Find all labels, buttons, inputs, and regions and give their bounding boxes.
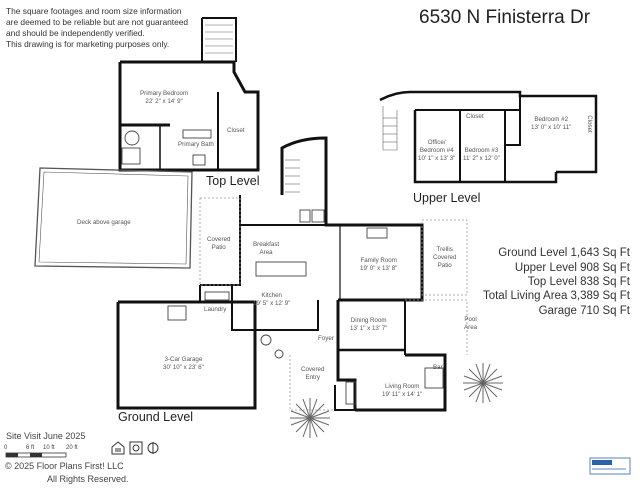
patio-outlines: [199, 197, 468, 411]
disclaimer-line: and should be independently verified.: [6, 28, 145, 38]
room-size: 19' 11" x 14' 1": [382, 391, 423, 398]
room-closet-bedroom-2: Closet: [585, 115, 593, 133]
room-name: Family Room: [360, 257, 397, 264]
room-primary-bedroom: Primary Bedroom 22' 2" x 14' 9": [140, 90, 188, 106]
room-name: Bedroom #4: [419, 147, 454, 154]
room-name: Living Room: [384, 383, 420, 390]
fixtures: [121, 129, 444, 405]
disclaimer-line: This drawing is for marketing purposes o…: [6, 39, 170, 49]
room-pool-area: Pool Area: [464, 316, 477, 332]
room-name: Area: [259, 249, 273, 256]
room-bedroom-3: Bedroom #3 11' 2" x 12' 0": [463, 147, 500, 163]
room-size: 30' 10" x 23' 6": [163, 364, 204, 371]
room-name: Dining Room: [350, 317, 387, 324]
room-size: 10' 1" x 13' 3": [418, 155, 456, 162]
copyright: © 2025 Floor Plans First! LLC: [5, 461, 124, 471]
room-name: Bedroom #2: [534, 116, 569, 123]
room-name: Patio: [211, 244, 226, 251]
room-3-car-garage: 3-Car Garage 30' 10" x 23' 6": [163, 356, 204, 372]
stat-ground-level: Ground Level 1,643 Sq Ft: [498, 247, 630, 259]
room-size: 13' 1" x 13' 7": [350, 325, 388, 332]
compass-icon: [147, 442, 159, 454]
room-living-room: Living Room 19' 11" x 14' 1": [382, 383, 422, 399]
room-name: Office/: [427, 139, 446, 146]
room-kitchen: Kitchen 19' 5" x 12' 9": [253, 292, 290, 308]
room-office-bedroom-4: Office/ Bedroom #4 10' 1" x 13' 3": [418, 139, 455, 163]
logo-icon: [589, 457, 631, 475]
room-name: Breakfast: [253, 241, 280, 248]
room-covered-entry: Covered Entry: [301, 366, 324, 382]
stairs: [205, 24, 398, 193]
room-foyer: Foyer: [318, 335, 334, 342]
room-name: Entry: [305, 374, 320, 381]
room-bar: Bar: [433, 364, 443, 371]
room-name: Patio: [437, 262, 452, 269]
room-name: Area: [464, 324, 478, 331]
room-size: 22' 2" x 14' 9": [145, 98, 183, 105]
room-name: Covered: [301, 366, 325, 373]
room-name: Pool: [464, 316, 477, 323]
stat-upper-level: Upper Level 908 Sq Ft: [514, 262, 630, 274]
stat-garage: Garage 710 Sq Ft: [538, 305, 630, 317]
top-level-label: Top Level: [206, 174, 260, 188]
equal-housing-icon: [111, 441, 125, 455]
room-breakfast-area: Breakfast Area: [253, 241, 279, 257]
deck-outline: [34, 167, 193, 269]
room-covered-patio: Covered Patio: [207, 236, 230, 252]
site-visit-date: Site Visit June 2025: [6, 431, 86, 441]
disclaimer-line: The square footages and room size inform…: [6, 6, 182, 16]
room-size: 19' 0" x 13' 8": [360, 265, 398, 272]
room-deck-above-garage: Deck above garage: [77, 219, 131, 226]
accessibility-icon: [129, 441, 143, 455]
property-address: 6530 N Finisterra Dr: [419, 7, 591, 28]
scale-label-6ft: 6 ft: [26, 445, 35, 451]
room-laundry: Laundry: [204, 306, 227, 313]
room-bedroom-2: Bedroom #2 13' 0" x 10' 11": [531, 116, 571, 132]
room-name: Trellis: [436, 246, 453, 253]
room-dining-room: Dining Room 13' 1" x 13' 7": [350, 317, 387, 333]
room-name: Covered: [433, 254, 457, 261]
stat-top-level: Top Level 838 Sq Ft: [527, 276, 630, 288]
room-family-room: Family Room 19' 0" x 13' 8": [360, 257, 397, 273]
room-closet: Closet: [227, 127, 245, 134]
room-name: Kitchen: [261, 292, 282, 299]
room-primary-bath: Primary Bath: [178, 141, 214, 148]
room-size: 13' 0" x 10' 11": [531, 124, 572, 131]
rights-reserved: All Rights Reserved.: [47, 474, 129, 484]
room-name: Bedroom #3: [464, 147, 499, 154]
scale-bar: [5, 452, 67, 458]
room-closet-upper: Closet: [466, 113, 484, 120]
room-size: 19' 5" x 12' 9": [253, 300, 291, 307]
disclaimer-line: are deemed to be reliable but are not gu…: [6, 17, 189, 27]
room-name: 3-Car Garage: [164, 356, 203, 363]
disclaimer: The square footages and room size inform…: [6, 6, 188, 50]
scale-label-20ft: 20 ft: [66, 445, 78, 451]
stat-total-living-area: Total Living Area 3,389 Sq Ft: [482, 290, 630, 302]
upper-level-label: Upper Level: [413, 191, 481, 205]
room-name: Primary Bedroom: [140, 90, 189, 97]
walls: [116, 17, 598, 412]
tree-icon: [290, 363, 503, 438]
room-size: 11' 2" x 12' 0": [463, 155, 500, 162]
scale-label-10ft: 10 ft: [43, 445, 55, 451]
room-name: Covered: [207, 236, 231, 243]
room-trellis-covered-patio: Trellis Covered Patio: [433, 246, 456, 270]
ground-level-label: Ground Level: [118, 410, 194, 424]
scale-label-0: 0: [4, 445, 8, 451]
